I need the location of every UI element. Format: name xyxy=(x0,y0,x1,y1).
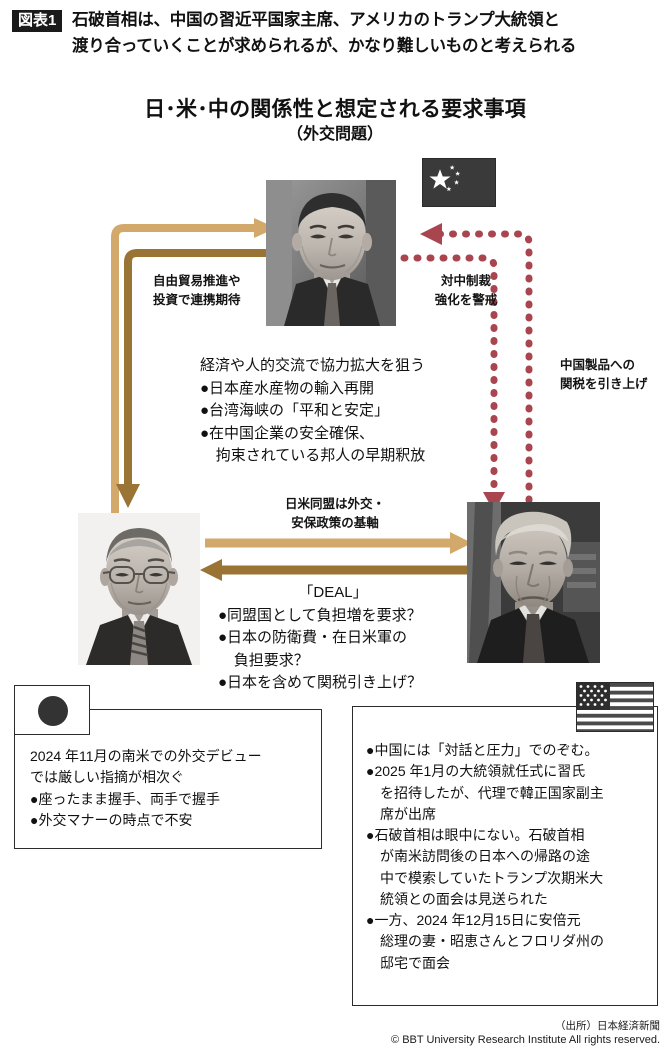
usa-box-line: 邸宅で面会 xyxy=(380,954,450,971)
figure-badge: 図表1 xyxy=(12,10,63,33)
china-flag-icon xyxy=(422,158,496,207)
arrow-japan-to-usa xyxy=(205,532,472,554)
label-usa-to-china-line2: 関税を引き上げ xyxy=(560,376,648,391)
portrait-trump xyxy=(467,502,600,663)
japan-box-text: 2024 年11月の南米での外交デビュー では厳しい指摘が相次ぐ ●座ったまま握… xyxy=(30,746,316,831)
label-china-to-usa-line1: 対中制裁 xyxy=(440,274,491,288)
alliance-line1: 日米同盟は外交・ xyxy=(284,497,385,511)
usa-box-line: 統領との面会は見送られた xyxy=(380,890,548,907)
usa-flag-icon xyxy=(576,682,654,732)
footer-source: （出所）日本経済新聞 xyxy=(555,1020,660,1032)
label-china-to-usa: 対中制裁 強化を警戒 xyxy=(424,272,508,310)
label-japan-to-china: 自由貿易推進や 投資で連携期待 xyxy=(153,272,241,310)
header-description: 石破首相は、中国の習近平国家主席、アメリカのトランプ大統領と 渡り合っていくこと… xyxy=(72,8,660,59)
usa-box-text: ●中国には「対話と圧力」でのぞむ。 ●2025 年1月の大統領就任式に習氏 を招… xyxy=(366,740,650,974)
label-usa-to-china: 中国製品への 関税を引き上げ xyxy=(560,356,648,394)
japan-box-line: 2024 年11月の南米での外交デビュー xyxy=(30,748,262,764)
page-title: 日･米･中の関係性と想定される要求事項 xyxy=(144,98,526,121)
alliance-line2: 安保政策の基軸 xyxy=(291,515,379,530)
label-usa-to-china-line1: 中国製品への xyxy=(560,358,636,372)
header-line-1: 石破首相は、中国の習近平国家主席、アメリカのトランプ大統領と xyxy=(72,11,560,29)
japan-flag-icon xyxy=(14,685,90,735)
usa-box-line: 総理の妻・昭恵さんとフロリダ州の xyxy=(380,933,604,950)
china-demand-item-cont: 拘束されている邦人の早期釈放 xyxy=(215,447,426,464)
japan-box-line: ●座ったまま握手、両手で握手 xyxy=(30,790,221,807)
china-demand-item: ●在中国企業の安全確保、 xyxy=(200,424,375,442)
japan-box-line: では厳しい指摘が相次ぐ xyxy=(30,769,184,786)
japan-box-line: ●外交マナーの時点で不安 xyxy=(30,811,193,828)
china-demands-block: 経済や人的交流で協力拡大を狙う ●日本産水産物の輸入再開 ●台湾海峡の「平和と安… xyxy=(200,355,530,468)
portrait-ishiba xyxy=(78,513,200,665)
china-demand-item: ●日本産水産物の輸入再開 xyxy=(200,379,375,397)
portrait-xi-jinping xyxy=(266,180,396,326)
usa-box-line: 中で模索していたトランプ次期米大 xyxy=(380,869,604,886)
china-demands-heading: 経済や人的交流で協力拡大を狙う xyxy=(200,357,426,374)
usa-demand-item: ●日本を含めて関税引き上げ？ xyxy=(218,674,423,691)
arrow-usa-to-japan xyxy=(200,559,467,581)
usa-box-line: が南米訪問後の日本への帰路の途 xyxy=(380,848,590,865)
usa-demand-item: ●日本の防衛費・在日米軍の xyxy=(218,629,408,646)
usa-box-line: 席が出席 xyxy=(380,805,436,822)
usa-box-line: ●石破首相は眼中にない。石破首相 xyxy=(366,827,585,844)
usa-box-line: ●2025 年1月の大統領就任式に習氏 xyxy=(366,763,586,780)
label-china-to-usa-line2: 強化を警戒 xyxy=(434,292,498,307)
header-line-2: 渡り合っていくことが求められるが、かなり難しいものと考えられる xyxy=(72,36,577,55)
china-demand-item: ●台湾海峡の「平和と安定」 xyxy=(200,402,390,419)
usa-demand-item-cont: 負担要求？ xyxy=(233,651,309,669)
usa-demands-heading: 「DEAL」 xyxy=(298,584,368,601)
label-japan-usa-alliance: 日米同盟は外交・ 安保政策の基軸 xyxy=(250,495,420,533)
footer-copyright: © BBT University Research Institute All … xyxy=(391,1034,660,1046)
usa-box-line: ●中国には「対話と圧力」でのぞむ。 xyxy=(366,742,599,758)
usa-box-line: を招待したが、代理で韓正国家副主 xyxy=(380,784,604,801)
usa-demand-item: ●同盟国として負担増を要求？ xyxy=(218,606,422,624)
label-japan-to-china-line2: 投資で連携期待 xyxy=(153,292,241,307)
usa-info-box xyxy=(352,706,658,1006)
usa-box-line: ●一方、2024 年12月15日に安倍元 xyxy=(366,912,581,929)
usa-demands-block: 「DEAL」 ●同盟国として負担増を要求？ ●日本の防衛費・在日米軍の 負担要求… xyxy=(218,582,488,695)
label-japan-to-china-line1: 自由貿易推進や xyxy=(153,274,241,288)
page-subtitle: （外交問題） xyxy=(286,126,383,143)
